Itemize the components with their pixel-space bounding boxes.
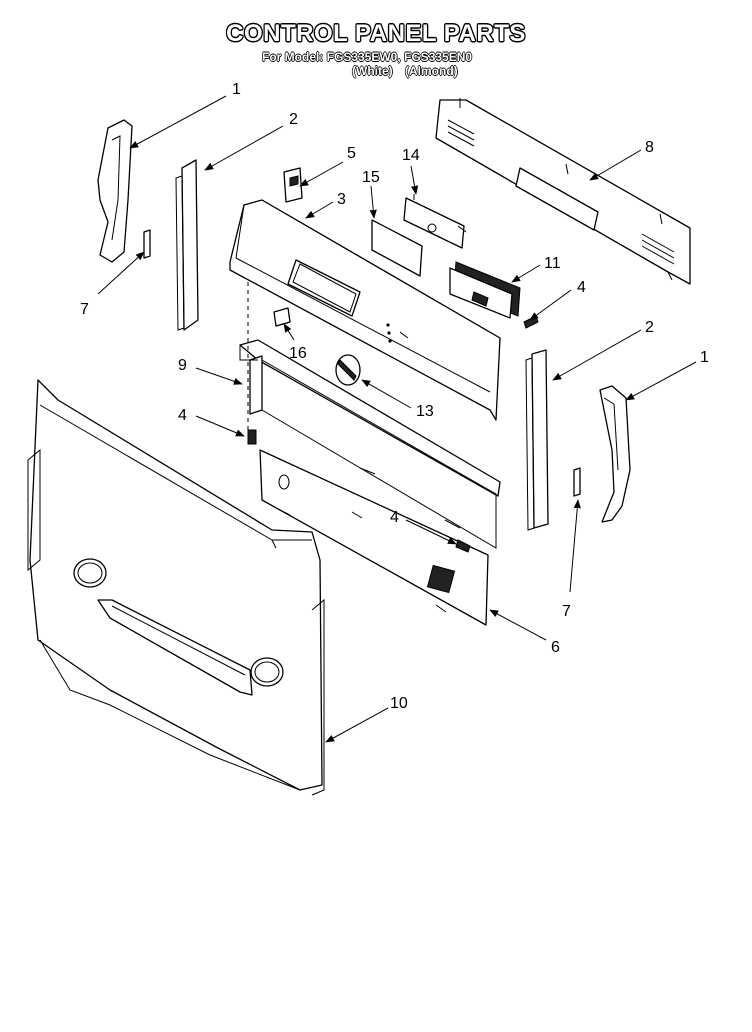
callout-labels: 1 2 5 3 14 15 8 7 11 4 16 2 1 9 13 4 4 7… [80,81,709,712]
model-numbers: For Model: FGS335EW0, FGS335EN0 [262,50,473,64]
callout-4-mid: 4 [390,509,399,526]
clip-right-part-7 [573,467,581,497]
callout-2-right: 2 [645,319,654,336]
callout-7: 7 [80,301,89,318]
bracket-part-5 [283,167,303,203]
variant-white: (White) [352,64,393,78]
callout-10: 10 [390,695,408,712]
bracket-plate-part-14 [403,194,467,249]
variant-almond: (Almond) [405,64,458,78]
callout-15: 15 [362,169,380,186]
side-trim-right-part-2 [525,349,549,531]
leader-lines [97,95,697,743]
callout-2: 2 [289,111,298,128]
screw-part-4-b [247,429,257,445]
side-trim-left-part-2 [175,159,199,331]
callout-6: 6 [551,639,560,656]
callout-9: 9 [178,357,187,374]
callout-14: 14 [402,147,420,164]
vent-panel-part-8 [435,98,691,285]
end-cap-left-part-1 [97,119,133,263]
clock-timer-part-11 [449,261,521,319]
page-title: CONTROL PANEL PARTS [226,20,526,47]
callout-8: 8 [645,139,654,156]
callout-3: 3 [337,191,346,208]
callout-7-right: 7 [562,603,571,620]
callout-5: 5 [347,145,356,162]
callout-1: 1 [232,81,241,98]
callout-4: 4 [577,279,586,296]
callout-13: 13 [416,403,434,420]
overlay-part-15 [371,219,423,277]
callout-11: 11 [544,255,561,272]
rear-panel-part-10 [27,379,325,796]
callout-4-left: 4 [178,407,187,424]
clip-left-part-7 [143,229,151,259]
end-cap-right-part-1 [599,385,631,523]
callout-1-right: 1 [700,349,709,366]
callout-16: 16 [289,345,307,362]
console-panel-part-3 [229,199,501,421]
screw-part-4-a [523,315,539,329]
control-bracket-part-6 [259,449,489,626]
indicator-light-part-16 [273,307,291,327]
support-channel-part-9 [239,339,501,549]
knob-part-13 [335,354,361,386]
